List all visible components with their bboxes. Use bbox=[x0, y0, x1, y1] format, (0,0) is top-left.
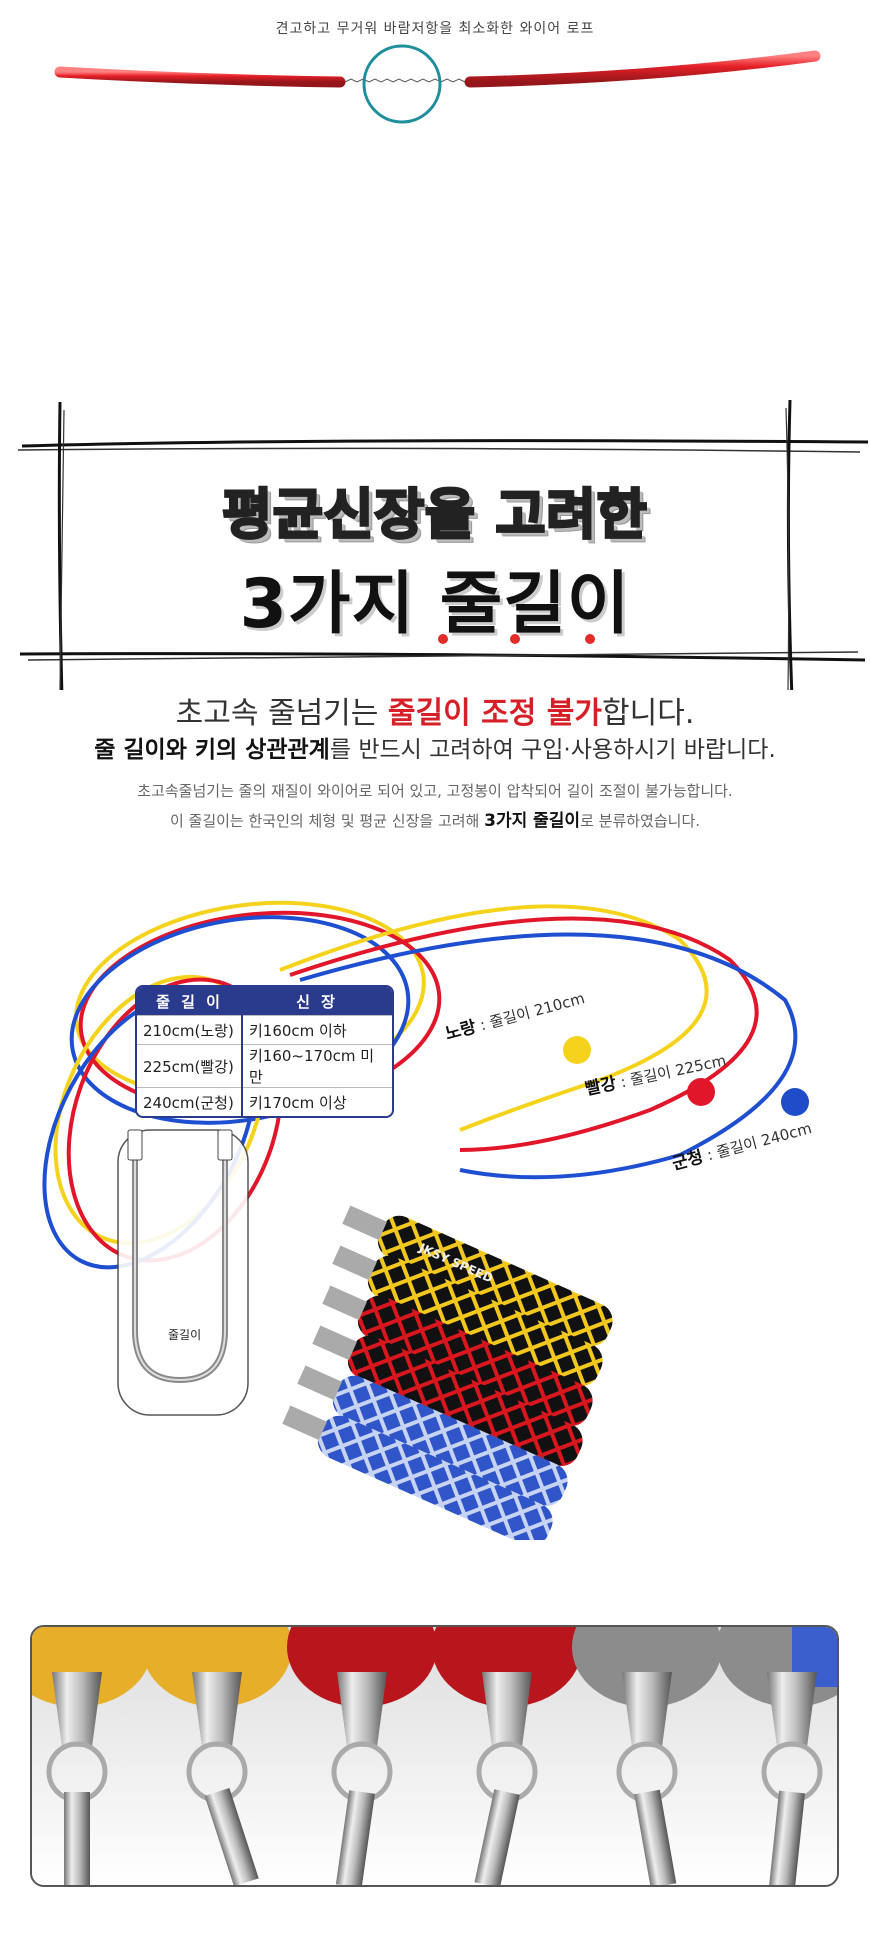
notice-subline: 줄 길이와 키의 상관관계를 반드시 고려하여 구입·사용하시기 바랍니다. bbox=[0, 730, 870, 764]
size-table-cell: 210cm(노랑) bbox=[137, 1015, 243, 1045]
size-table-header-length: 줄 길 이 bbox=[137, 987, 242, 1016]
description-line-2-prefix: 이 줄길이는 한국인의 체형 및 평균 신장을 고려해 bbox=[169, 812, 485, 830]
description-line-1: 초고속줄넘기는 줄의 재질이 와이어로 되어 있고, 고정봉이 압착되어 길이 … bbox=[137, 782, 733, 800]
jump-rope-illustration bbox=[42, 900, 809, 1540]
size-table: 줄 길 이 신 장 210cm(노랑) 키160cm 이하 225cm(빨강) … bbox=[135, 985, 394, 1118]
notice-subline-rest: 를 반드시 고려하여 구입·사용하시기 바랍니다. bbox=[329, 737, 776, 763]
notice-headline-emphasis: 줄길이 조정 불가 bbox=[387, 696, 603, 731]
wire-rope-illustration bbox=[54, 44, 821, 124]
length-diagram-label: 줄길이 bbox=[168, 1328, 202, 1342]
notice-headline-prefix: 초고속 줄넘기는 bbox=[175, 696, 388, 731]
size-table-cell: 키160cm 이하 bbox=[242, 1015, 392, 1045]
description-line-2-suffix: 로 분류하였습니다. bbox=[580, 812, 701, 830]
description-line-2: 이 줄길이는 한국인의 체형 및 평균 신장을 고려해 3가지 줄길이로 분류하… bbox=[0, 806, 870, 831]
top-caption: 견고하고 무거워 바람저항을 최소화한 와이어 로프 bbox=[275, 21, 595, 37]
size-table-cell: 키170cm 이상 bbox=[242, 1087, 392, 1116]
table-row: 240cm(군청) 키170cm 이상 bbox=[137, 1087, 392, 1116]
notice-headline: 초고속 줄넘기는 줄길이 조정 불가합니다. bbox=[0, 688, 870, 732]
emphasis-dot bbox=[438, 634, 448, 644]
length-diagram bbox=[117, 1129, 249, 1416]
handle-closeup-image bbox=[32, 1627, 837, 1885]
notice-subline-bold: 줄 길이와 키의 상관관계 bbox=[94, 737, 330, 763]
title-line-1: 평균신장을 고려한 bbox=[221, 482, 648, 548]
table-row: 225cm(빨강) 키160~170cm 미만 bbox=[137, 1044, 392, 1088]
size-table-cell: 240cm(군청) bbox=[137, 1087, 243, 1116]
title-line-2: 3가지 줄길이 bbox=[239, 565, 631, 644]
notice-headline-suffix: 합니다. bbox=[602, 696, 695, 731]
handle-closeup-photo bbox=[30, 1625, 839, 1887]
size-table-cell: 225cm(빨강) bbox=[137, 1044, 243, 1088]
emphasis-dot bbox=[510, 634, 520, 644]
table-row: 210cm(노랑) 키160cm 이하 bbox=[137, 1015, 392, 1045]
size-table-header-height: 신 장 bbox=[242, 987, 392, 1016]
title-frame bbox=[17, 399, 869, 690]
emphasis-dot bbox=[585, 634, 595, 644]
size-table-cell: 키160~170cm 미만 bbox=[242, 1044, 392, 1088]
description-line-2-bold: 3가지 줄길이 bbox=[484, 811, 581, 831]
